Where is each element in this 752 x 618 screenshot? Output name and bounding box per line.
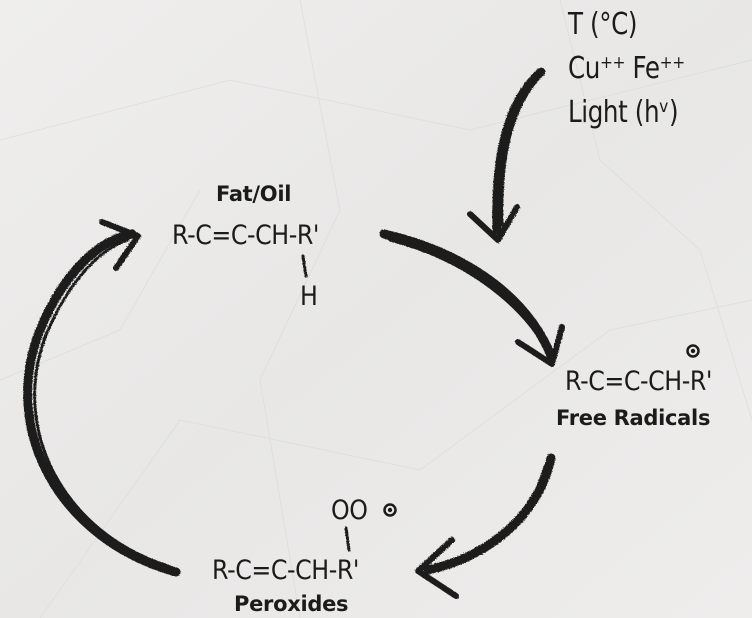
fat-oil-h-bond [301,254,308,278]
peroxides-oo-group: OO [331,495,368,526]
fat-oil-formula: R-C=C-CH-R' [172,220,320,251]
peroxides-oo-bond [344,526,351,552]
free-radicals-formula: R-C=C-CH-R' [565,366,713,397]
free-radicals-caption: Free Radicals [556,406,711,430]
conditions-arrow [467,67,546,243]
peroxides-caption: Peroxides [234,592,349,616]
arrow-radicals-to-peroxides [415,453,556,599]
condition-metal-ions: Cu⁺⁺ Fe⁺⁺ [568,51,685,86]
fat-oil-caption: Fat/Oil [216,182,292,206]
arrow-peroxides-to-fat [23,219,181,577]
condition-light: Light (hᵛ) [568,95,679,130]
fat-oil-hydrogen: H [300,281,318,312]
arrow-fat-to-radicals [379,229,565,367]
radical-dot-free-radicals [686,344,700,358]
radical-dot-peroxides [383,503,397,517]
peroxides-formula: R-C=C-CH-R' [212,555,360,586]
condition-temperature: T (°C) [568,7,638,42]
